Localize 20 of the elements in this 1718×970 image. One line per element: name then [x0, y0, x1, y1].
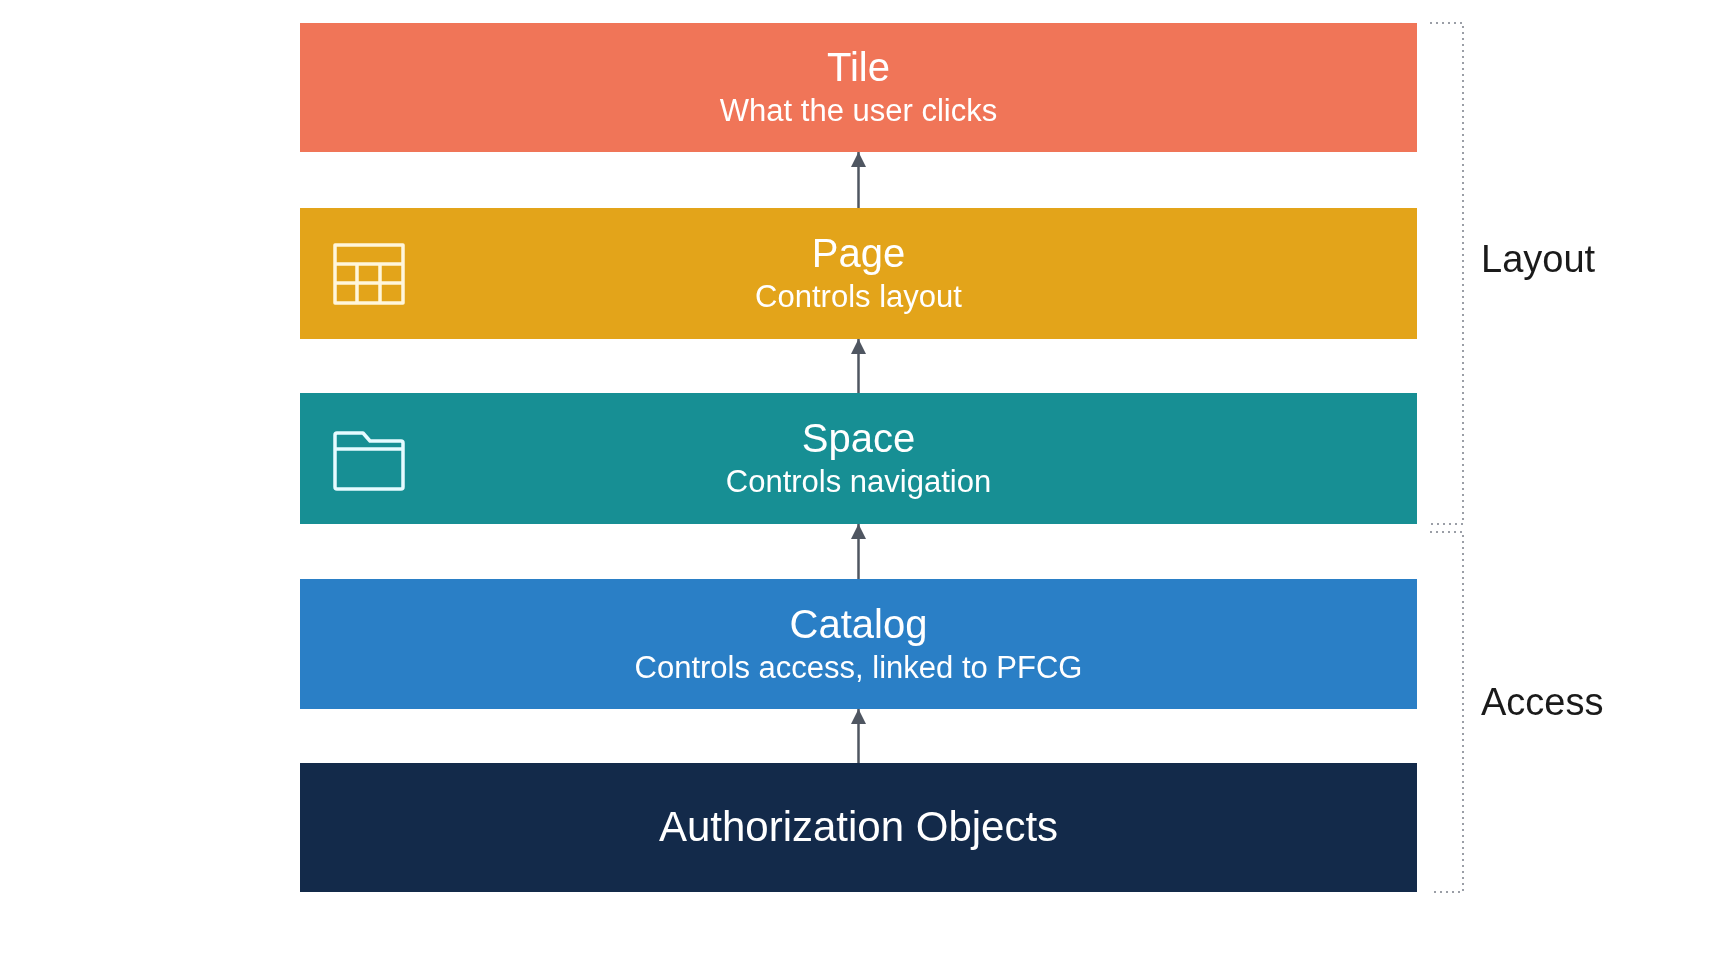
arrow	[851, 339, 866, 393]
layer-bar	[300, 23, 1417, 152]
layer-title: Catalog	[789, 600, 928, 647]
layer-title: Authorization Objects	[658, 803, 1059, 852]
group-label: Access	[1481, 681, 1604, 724]
layer-title: Page	[811, 230, 906, 277]
layer-description: Controls navigation	[725, 463, 992, 502]
layer-description: What the user clicks	[719, 92, 998, 131]
layer-description: Controls access, linked to PFCG	[634, 648, 1083, 687]
layer-title: Tile	[827, 44, 890, 91]
layer-bar	[300, 579, 1417, 709]
arrow	[851, 524, 866, 579]
arrow	[851, 709, 866, 763]
layer-bar	[300, 208, 1417, 339]
group-label: Layout	[1481, 238, 1596, 281]
layer-bar	[300, 393, 1417, 524]
layer-bar	[300, 763, 1417, 892]
arrow	[851, 152, 866, 208]
layer-title: Space	[801, 415, 916, 462]
layer-description: Controls layout	[755, 278, 962, 317]
